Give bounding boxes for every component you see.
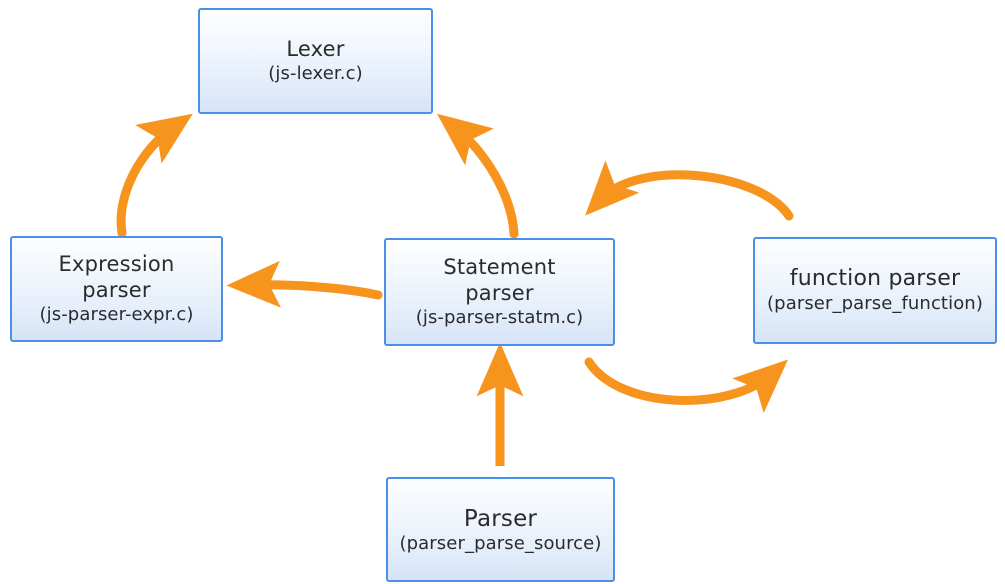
node-lexer-title: Lexer — [286, 37, 345, 62]
edge-statement-to-function — [584, 357, 789, 414]
edge-function-to-statement — [585, 160, 794, 221]
node-expression-parser[interactable]: Expression parser (js-parser-expr.c) — [10, 236, 223, 342]
node-function-parser[interactable]: function parser (parser_parse_function) — [753, 237, 997, 344]
node-statement-parser[interactable]: Statement parser (js-parser-statm.c) — [384, 238, 615, 346]
node-expression-parser-subtitle: (js-parser-expr.c) — [39, 303, 194, 325]
edge-statement-to-lexer — [436, 113, 519, 239]
node-expression-parser-title: Expression parser — [58, 252, 175, 303]
node-parser-title: Parser — [463, 505, 538, 532]
node-lexer-subtitle: (js-lexer.c) — [268, 62, 363, 84]
node-lexer[interactable]: Lexer (js-lexer.c) — [198, 8, 433, 114]
node-statement-parser-title: Statement parser — [443, 255, 556, 306]
node-function-parser-subtitle: (parser_parse_function) — [767, 292, 983, 314]
edge-statement-to-expression — [226, 260, 383, 308]
node-parser[interactable]: Parser (parser_parse_source) — [386, 477, 615, 582]
edge-expression-to-lexer — [116, 113, 193, 238]
node-parser-subtitle: (parser_parse_source) — [399, 532, 602, 554]
node-function-parser-title: function parser — [789, 266, 961, 292]
node-statement-parser-subtitle: (js-parser-statm.c) — [415, 306, 584, 328]
